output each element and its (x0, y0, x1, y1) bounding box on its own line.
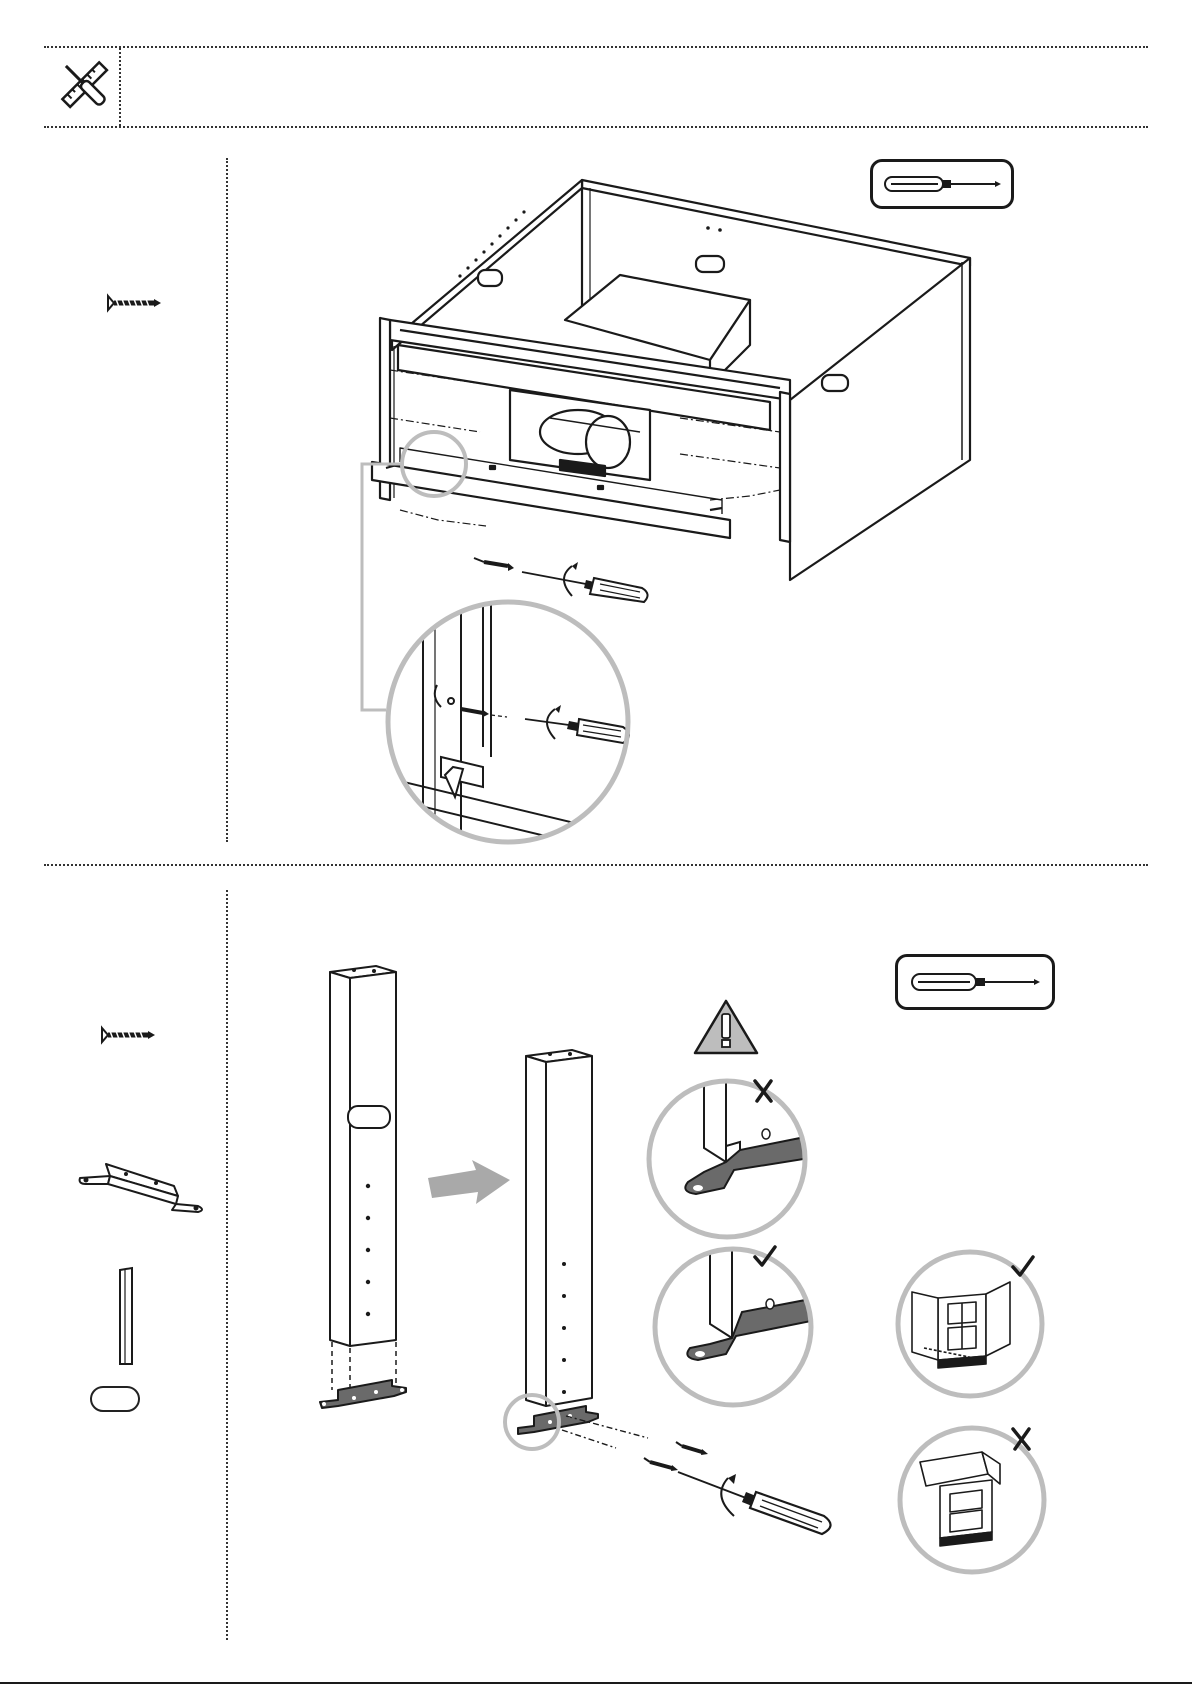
check-mark-icon (752, 1244, 778, 1268)
step2-foot-callout (502, 1392, 562, 1452)
step1-zoom-detail (383, 597, 633, 847)
warning-triangle-icon (692, 998, 760, 1056)
bracket-correct-detail (650, 1244, 816, 1410)
screwdriver-icon (910, 971, 1040, 993)
step2-parts-divider (226, 890, 228, 1640)
bracket-wrong-detail (644, 1076, 810, 1242)
step-divider (44, 864, 1148, 866)
strip-icon (118, 1268, 138, 1366)
step2-leg-after (510, 1036, 600, 1436)
step2-transition-arrow (426, 1160, 512, 1206)
screwdriver-ruler-icon (56, 56, 114, 114)
step2-screwdriver-tool-box (895, 954, 1055, 1010)
bracket-foot-icon (76, 1156, 206, 1212)
step1-screw-icon (106, 294, 162, 312)
step1-parts-divider (226, 158, 228, 842)
header-vertical-divider (119, 48, 121, 126)
step2-screw-icon (100, 1026, 156, 1044)
cross-mark-icon (1010, 1426, 1032, 1452)
step2-screwdriver-action (556, 1412, 846, 1542)
header-top-divider (44, 46, 1148, 48)
header-bottom-divider (44, 126, 1148, 128)
cross-mark-icon (752, 1078, 774, 1104)
check-mark-icon (1010, 1254, 1036, 1278)
bottom-edge-line (0, 1682, 1192, 1684)
pill-label-icon (90, 1386, 140, 1412)
step2-leg-before (318, 960, 428, 1420)
